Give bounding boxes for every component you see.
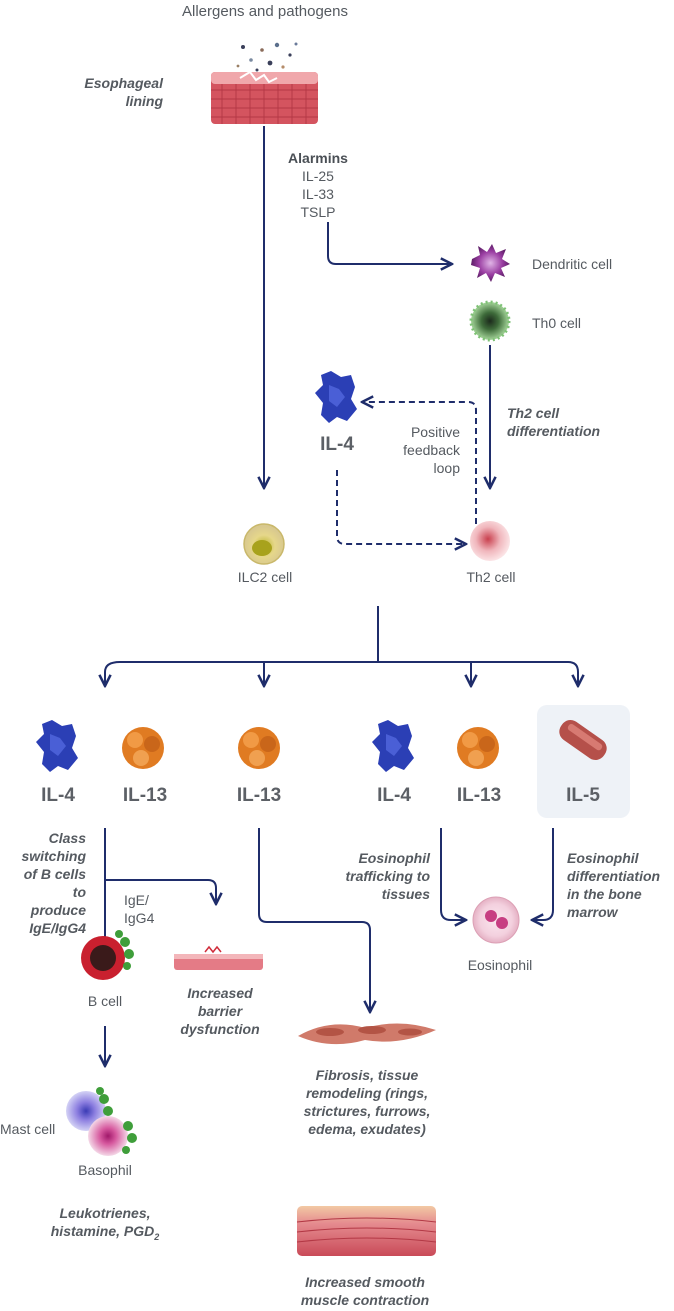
esophageal-lining-illustration	[211, 70, 318, 124]
cytokine-il13-group1: IL-13	[122, 785, 168, 806]
positive-feedback-label: Positive feedback loop	[403, 424, 460, 476]
il13-protein-group2-icon	[238, 727, 280, 769]
th2-cell-label: Th2 cell	[466, 569, 516, 585]
th2-cell-icon	[470, 521, 510, 561]
allergen-particles	[236, 42, 298, 72]
ilc2-cell-icon	[243, 523, 285, 565]
b-cell-label: B cell	[87, 993, 123, 1009]
eosinophil-differentiation-label: Eosinophil differentiation in the bone m…	[567, 850, 661, 920]
alarmin-il25: IL-25	[302, 168, 334, 184]
il13-protein-group1-icon	[122, 727, 164, 769]
alarmin-il33: IL-33	[302, 186, 334, 202]
class-switching-label: Class switching of B cells to produce Ig…	[21, 830, 86, 936]
il4-protein-group1-icon	[36, 720, 78, 772]
alarmins-title: Alarmins	[288, 150, 348, 166]
cytokine-il4-group1: IL-4	[41, 785, 75, 806]
cytokine-il13-group2: IL-13	[236, 785, 282, 806]
dendritic-cell-icon	[471, 244, 510, 282]
feedback-loop-arrows	[336, 402, 477, 544]
dendritic-cell-label: Dendritic cell	[532, 256, 613, 272]
mast-cell-label: Mast cell	[0, 1121, 56, 1137]
il13-protein-group3-icon	[457, 727, 499, 769]
eosinophil-icon	[472, 896, 520, 944]
upper-il4-label: IL-4	[320, 434, 354, 455]
eosinophil-trafficking-label: Eosinophil trafficking to tissues	[345, 850, 430, 902]
cytokine-il4-group3: IL-4	[377, 785, 411, 806]
il5-protein-icon	[559, 720, 607, 760]
header-title: Allergens and pathogens	[182, 3, 348, 20]
cytokine-il5-group4: IL-5	[566, 785, 600, 806]
barrier-dysfunction-label: Increased barrier dysfunction	[180, 985, 260, 1037]
barrier-dysfunction-icon	[174, 945, 263, 970]
b-cell-icon	[81, 930, 134, 980]
basophil-label: Basophil	[78, 1162, 132, 1178]
fibrosis-label: Fibrosis, tissue remodeling (rings, stri…	[303, 1067, 431, 1137]
esophageal-lining-label: Esophageal lining	[84, 75, 163, 109]
mediators-label: Leukotrienes, histamine, PGD2	[30, 1204, 180, 1246]
il5-highlight-panel	[537, 705, 630, 818]
mediators-text: Leukotrienes, histamine, PGD	[50, 1205, 155, 1239]
ige-igg4-label: IgE/ IgG4	[124, 892, 155, 926]
th2-differentiation-label: Th2 cell differentiation	[507, 405, 601, 439]
il4-protein-upper-icon	[315, 371, 357, 423]
th0-cell-icon	[469, 300, 511, 342]
alarmin-tslp: TSLP	[300, 204, 336, 220]
ilc2-cell-label: ILC2 cell	[237, 569, 293, 585]
mediators-subscript: 2	[154, 1231, 160, 1242]
smooth-muscle-icon	[296, 1206, 437, 1256]
fibrosis-tissue-icon	[298, 1023, 436, 1045]
cytokine-il13-group3: IL-13	[456, 785, 502, 806]
basophil-icon	[88, 1116, 137, 1156]
eosinophil-label: Eosinophil	[467, 957, 533, 973]
il4-protein-group3-icon	[372, 720, 414, 772]
smooth-muscle-label: Increased smooth muscle contraction	[300, 1274, 430, 1308]
alarmins-block: Alarmins IL-25 IL-33 TSLP	[268, 149, 368, 221]
th0-cell-label: Th0 cell	[532, 315, 582, 331]
